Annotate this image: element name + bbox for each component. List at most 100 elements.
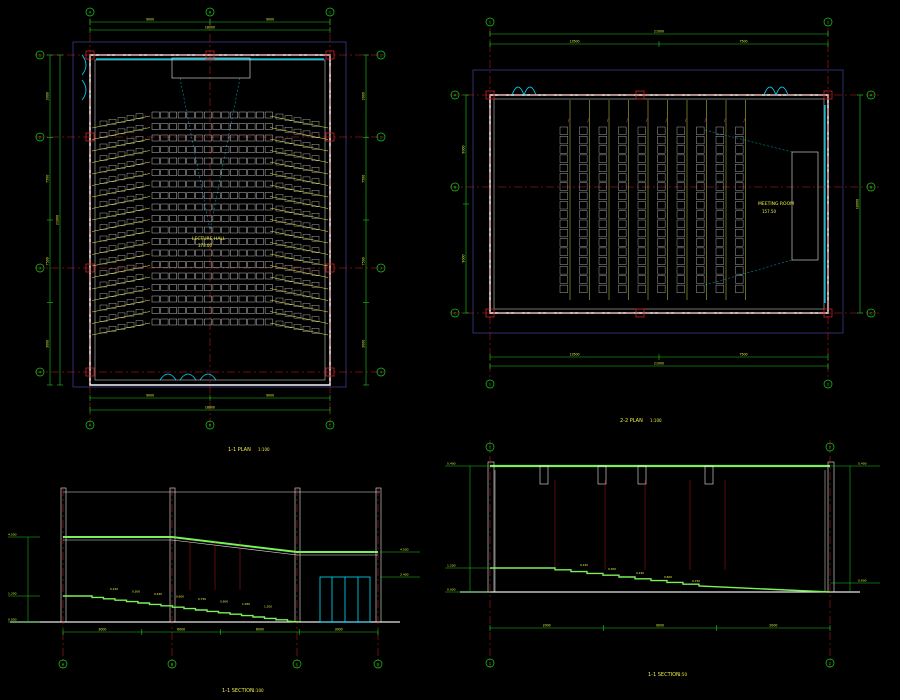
grid-label: 2 <box>39 134 42 139</box>
seat <box>735 164 744 172</box>
side-seat <box>108 222 117 228</box>
seat <box>637 145 646 154</box>
side-seat <box>311 305 320 311</box>
side-seat <box>108 280 117 286</box>
seat <box>264 203 273 211</box>
seat <box>169 157 177 165</box>
plan-a-right-dim-text: 7500 <box>362 257 366 265</box>
seat <box>735 229 744 238</box>
row-marker: r <box>145 115 147 118</box>
seat <box>221 169 230 176</box>
seat <box>676 136 685 145</box>
plan-a-right-dim-text: 3000 <box>362 340 366 348</box>
row-marker: r <box>145 242 147 245</box>
seat <box>151 318 160 326</box>
step-level-label: 0.150 <box>580 563 588 567</box>
plan-b-bottom-dim-text: 7500 <box>739 353 747 357</box>
seat <box>559 247 568 256</box>
seat <box>735 201 744 210</box>
side-seat <box>126 161 135 167</box>
seat <box>212 238 221 245</box>
side-seat <box>275 148 284 154</box>
side-seat <box>275 240 284 246</box>
plan-a-right-dim-text: 3000 <box>362 92 366 100</box>
row-marker: r <box>145 219 147 222</box>
seat <box>676 219 685 228</box>
column <box>635 90 645 100</box>
seat <box>715 126 724 135</box>
seat <box>579 284 588 293</box>
section-a-bottom-dim-text: 6000 <box>177 628 185 632</box>
seat <box>579 126 588 135</box>
seat <box>256 249 264 257</box>
seat <box>696 247 705 256</box>
seat <box>657 182 666 191</box>
row-marker: / <box>588 118 590 123</box>
seat <box>247 215 256 222</box>
seat <box>160 169 169 176</box>
seat <box>256 272 264 280</box>
ceiling-underside <box>63 539 378 556</box>
seat <box>598 229 607 238</box>
seat <box>203 238 212 245</box>
side-seat <box>284 138 293 144</box>
side-seat <box>293 151 302 158</box>
row-marker: r <box>145 150 147 153</box>
seat <box>169 134 177 142</box>
grid-bubble-top <box>825 442 835 452</box>
row-marker: r <box>145 288 147 291</box>
seat <box>212 226 221 234</box>
seat <box>151 134 160 142</box>
seat <box>696 229 705 238</box>
column <box>485 90 495 100</box>
side-seat <box>126 299 135 305</box>
side-seat <box>117 324 126 330</box>
seat <box>195 226 204 234</box>
seat <box>195 157 204 165</box>
row-marker: / <box>685 118 687 123</box>
seat <box>618 238 627 247</box>
seat <box>212 146 221 153</box>
seat <box>247 180 256 188</box>
side-seat <box>284 322 293 328</box>
seat <box>598 154 607 163</box>
plan-a-top-dim-text: 9000 <box>146 18 154 22</box>
ceiling-profile <box>63 536 378 553</box>
side-seat <box>117 174 126 181</box>
seat <box>230 261 238 268</box>
column <box>85 50 95 60</box>
seat <box>230 215 238 222</box>
seat <box>151 284 160 291</box>
side-seat <box>293 324 302 330</box>
row-marker: r <box>145 184 147 187</box>
seat <box>618 284 627 293</box>
grid-bubble-right <box>866 308 876 318</box>
seat <box>637 126 646 135</box>
seat <box>186 111 195 119</box>
seat <box>160 249 169 257</box>
seat <box>559 201 568 210</box>
seat <box>637 136 646 145</box>
grid-label: C <box>296 661 299 666</box>
side-seat <box>99 270 108 276</box>
side-row-line <box>269 115 329 129</box>
seat <box>247 249 256 257</box>
seat <box>195 180 204 188</box>
seat <box>637 201 646 210</box>
side-seat <box>126 253 135 259</box>
seat <box>186 261 195 268</box>
seat <box>735 275 744 284</box>
seat <box>735 266 744 275</box>
side-seat <box>99 155 108 161</box>
seat <box>715 275 724 284</box>
stepped-floor <box>63 595 301 623</box>
seat <box>637 284 646 293</box>
column <box>85 132 95 142</box>
seat <box>264 295 273 303</box>
side-row-line <box>91 115 151 129</box>
step-level-label: 0.300 <box>608 567 616 571</box>
side-seat <box>135 228 144 234</box>
seat <box>657 126 666 135</box>
section-b-scale: 1:50 <box>678 672 687 677</box>
seat <box>735 173 744 182</box>
